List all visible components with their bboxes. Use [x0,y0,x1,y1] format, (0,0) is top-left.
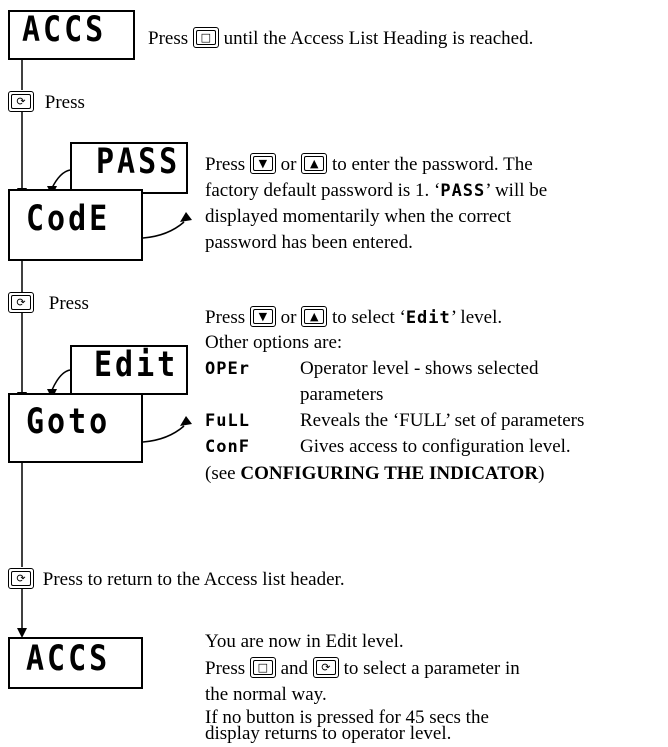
step2-press: Press [44,92,85,113]
up-button-icon: ▲ [301,153,328,174]
step5-line5: display returns to operator level. [205,723,452,744]
up-button-icon: ▲ [301,306,328,327]
display-pass-text: PASS [96,142,181,183]
display-pass [70,142,188,194]
display-code [8,189,143,261]
display-accs-top-text: ACCS [22,10,107,51]
step3-press: Press [48,293,89,314]
inline-code-pass: PASS [440,181,486,201]
step5-line4: If no button is pressed for 45 secs the [205,707,489,728]
step4-row: ⟳ Press to return to the Access list hea… [8,567,345,593]
step2-line3: displayed momentarily when the correct [205,206,512,227]
inline-code-edit: Edit [405,308,451,328]
down-button-icon: ▼ [249,306,276,327]
page-button-icon: □ [249,657,276,678]
step1-pre: Press [148,28,189,49]
scroll-button-icon: ⟳ [8,91,34,112]
display-accs-bottom [8,637,143,689]
step3-line1: Press ▼ or ▲ to select ‘Edit’ level. [205,306,503,328]
step4-text: Press to return to the Access list heade… [42,569,345,590]
step5-line2: Press □ and ⟳ to select a parameter in [205,657,520,679]
step5-line3: the normal way. [205,684,327,705]
display-code-text: CodE [26,199,111,240]
option-code: FuLL [205,411,250,431]
option-desc: Gives access to configuration level. [300,436,571,457]
step2-line2: factory default password is 1. ‘PASS’ wi… [205,180,548,201]
scroll-button-icon: ⟳ [8,292,34,313]
step3-see-note: (see CONFIGURING THE INDICATOR) [205,463,545,484]
page-button-icon: □ [192,27,219,48]
step2-press-row: ⟳ Press [8,90,85,116]
step5-line1: You are now in Edit level. [205,631,404,652]
display-edit [70,345,188,395]
option-desc: Reveals the ‘FULL’ set of parameters [300,410,585,431]
display-goto [8,393,143,463]
step1-post: until the Access List Heading is reached… [223,28,534,49]
step3-line2: Other options are: [205,332,343,353]
option-code: OPEr [205,359,250,379]
scroll-button-icon: ⟳ [312,657,339,678]
display-accs-bottom-text: ACCS [26,639,111,680]
step3-press-row: ⟳ Press [8,291,89,317]
option-desc: parameters [300,384,384,405]
step2-line1: Press ▼ or ▲ to enter the password. The [205,153,533,175]
display-goto-text: Goto [26,402,111,443]
down-button-icon: ▼ [249,153,276,174]
step1-text: Press □ until the Access List Heading is… [148,26,533,52]
display-edit-text: Edit [94,345,179,386]
option-desc: Operator level - shows selected [300,358,539,379]
display-accs-top [8,10,135,60]
option-code: ConF [205,437,250,457]
scroll-button-icon: ⟳ [8,568,34,589]
step2-line4: password has been entered. [205,232,413,253]
